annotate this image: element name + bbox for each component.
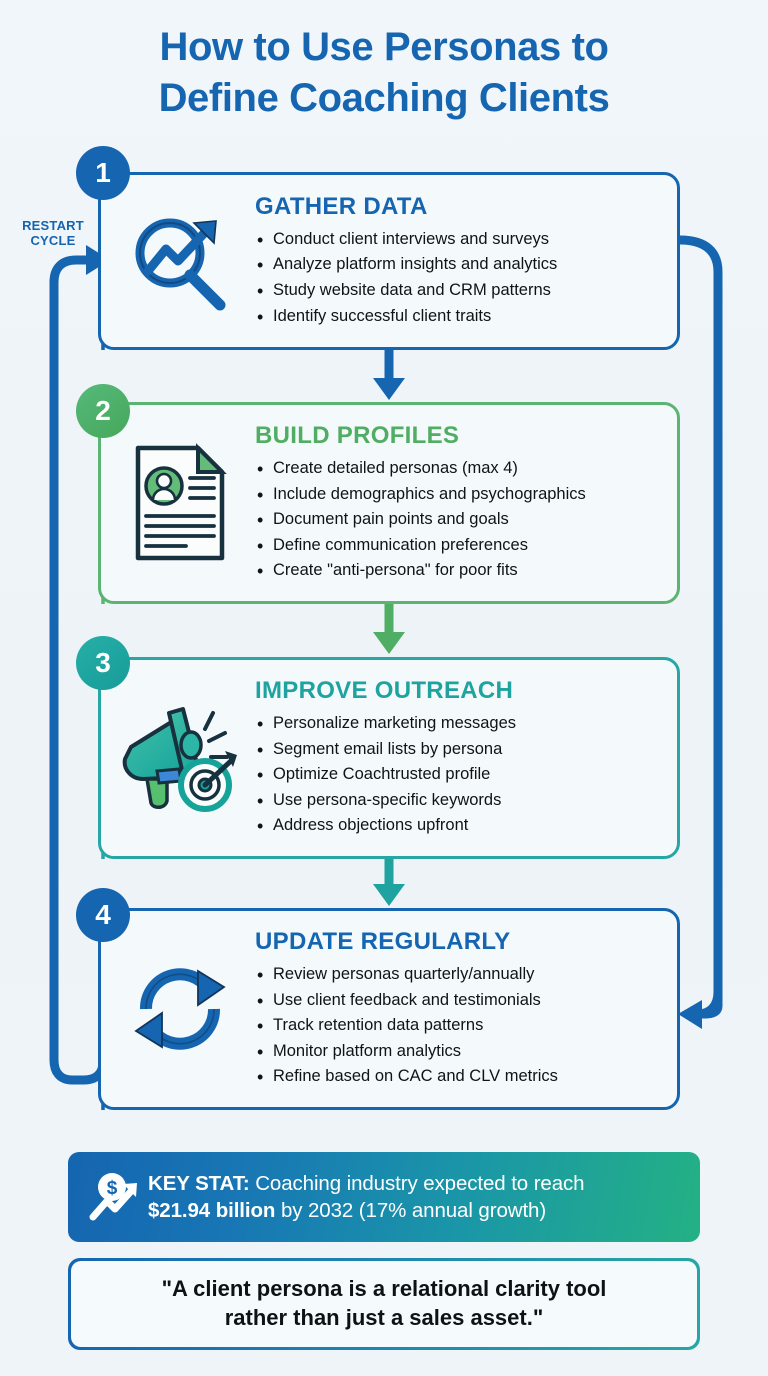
key-stat-line2-rest: by 2032 (17% annual growth) bbox=[275, 1199, 547, 1222]
step-bullets-1: Conduct client interviews and surveys An… bbox=[255, 227, 663, 329]
key-stat-amount: $21.94 billion bbox=[148, 1199, 276, 1222]
step-badge-3: 3 bbox=[76, 636, 130, 690]
quote-text: "A client persona is a relational clarit… bbox=[162, 1275, 607, 1332]
list-item: Track retention data patterns bbox=[255, 1013, 663, 1039]
list-item: Use persona-specific keywords bbox=[255, 788, 663, 814]
key-stat-line1-rest: Coaching industry expected to reach bbox=[249, 1171, 585, 1195]
step-card-gather-data: GATHER DATA Conduct client interviews an… bbox=[98, 172, 680, 350]
svg-text:$: $ bbox=[107, 1178, 118, 1199]
list-item: Address objections upfront bbox=[255, 813, 663, 839]
step-heading-2: BUILD PROFILES bbox=[255, 422, 460, 450]
step-heading-4: UPDATE REGULARLY bbox=[255, 928, 511, 956]
list-item: Review personas quarterly/annually bbox=[255, 962, 663, 988]
list-item: Segment email lists by persona bbox=[255, 737, 663, 763]
step-number-4: 4 bbox=[95, 899, 111, 930]
step-number-3: 3 bbox=[95, 647, 111, 678]
list-item: Study website data and CRM patterns bbox=[255, 278, 663, 304]
key-stat-text: KEY STAT: Coaching industry expected to … bbox=[148, 1170, 585, 1224]
key-stat-label: KEY STAT: bbox=[148, 1171, 250, 1195]
list-item: Create detailed personas (max 4) bbox=[255, 456, 663, 482]
megaphone-target-icon bbox=[109, 699, 251, 817]
restart-cycle-label: RESTART CYCLE bbox=[10, 218, 96, 249]
step-number-2: 2 bbox=[95, 395, 111, 426]
step-number-1: 1 bbox=[95, 157, 111, 188]
quote-line-1: "A client persona is a relational clarit… bbox=[161, 1276, 607, 1302]
list-item: Use client feedback and testimonials bbox=[255, 988, 663, 1014]
title-line-1: How to Use Personas to bbox=[159, 25, 609, 69]
refresh-cycle-icon bbox=[109, 953, 251, 1065]
step-badge-4: 4 bbox=[76, 888, 130, 942]
quote-line-2: rather than just a sales asset." bbox=[224, 1305, 544, 1330]
step-heading-3: IMPROVE OUTREACH bbox=[255, 677, 514, 705]
list-item: Analyze platform insights and analytics bbox=[255, 252, 663, 278]
list-item: Optimize Coachtrusted profile bbox=[255, 762, 663, 788]
step-bullets-4: Review personas quarterly/annually Use c… bbox=[255, 962, 663, 1090]
right-loop-arrow bbox=[678, 235, 723, 1029]
profile-document-icon bbox=[109, 442, 251, 564]
quote-box: "A client persona is a relational clarit… bbox=[68, 1258, 700, 1350]
dollar-growth-icon: $ bbox=[86, 1169, 148, 1225]
list-item: Create "anti-persona" for poor fits bbox=[255, 558, 663, 584]
title-line-2: Define Coaching Clients bbox=[158, 76, 610, 121]
list-item: Include demographics and psychographics bbox=[255, 482, 663, 508]
step-heading-1: GATHER DATA bbox=[255, 192, 428, 220]
step-card-update-regularly: UPDATE REGULARLY Review personas quarter… bbox=[98, 908, 680, 1110]
arrow-step3-to-step4 bbox=[373, 859, 405, 906]
step-bullets-3: Personalize marketing messages Segment e… bbox=[255, 711, 663, 839]
list-item: Document pain points and goals bbox=[255, 507, 663, 533]
list-item: Personalize marketing messages bbox=[255, 711, 663, 737]
step-badge-1: 1 bbox=[76, 146, 130, 200]
page-title: How to Use Personas to Define Coaching C… bbox=[0, 22, 768, 124]
step-badge-2: 2 bbox=[76, 384, 130, 438]
list-item: Conduct client interviews and surveys bbox=[255, 227, 663, 253]
step-card-improve-outreach: IMPROVE OUTREACH Personalize marketing m… bbox=[98, 657, 680, 859]
restart-line-2: CYCLE bbox=[30, 233, 76, 249]
arrow-step2-to-step3 bbox=[373, 604, 405, 654]
step-card-build-profiles: BUILD PROFILES Create detailed personas … bbox=[98, 402, 680, 604]
list-item: Monitor platform analytics bbox=[255, 1039, 663, 1065]
list-item: Identify successful client traits bbox=[255, 304, 663, 330]
list-item: Define communication preferences bbox=[255, 533, 663, 559]
arrow-step1-to-step2 bbox=[373, 350, 405, 400]
list-item: Refine based on CAC and CLV metrics bbox=[255, 1064, 663, 1090]
restart-line-1: RESTART bbox=[22, 218, 84, 233]
magnifier-trend-icon bbox=[109, 205, 251, 317]
key-stat-banner: $ KEY STAT: Coaching industry expected t… bbox=[68, 1152, 700, 1242]
step-bullets-2: Create detailed personas (max 4) Include… bbox=[255, 456, 663, 584]
